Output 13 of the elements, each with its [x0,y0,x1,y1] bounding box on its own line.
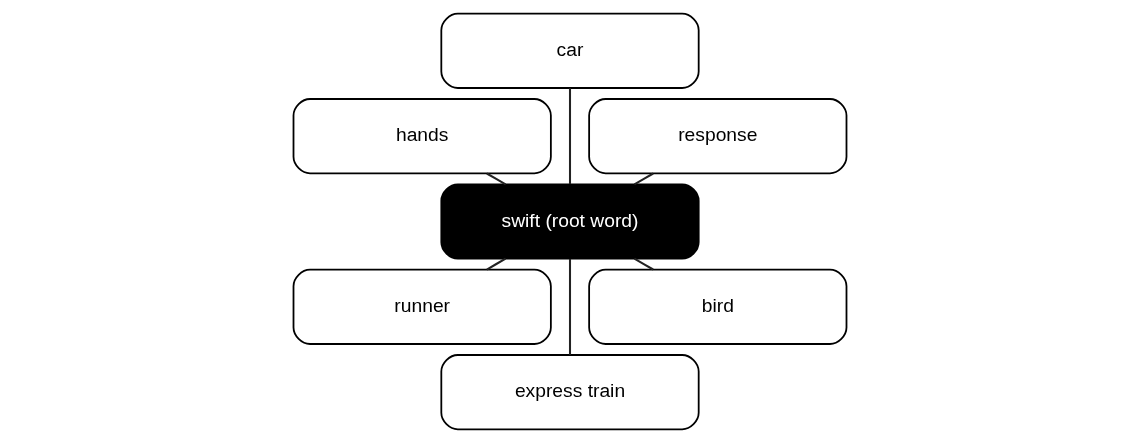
node-box: hands [292,98,552,175]
node-box: bird [587,268,847,345]
connector [633,257,654,271]
node-box: runner [292,268,552,345]
node-box: car [439,12,700,89]
connector [485,257,506,271]
connector [485,172,506,186]
connector [568,88,571,185]
node-box: swift (root word) [439,183,700,260]
connector [568,258,571,355]
connector [633,172,654,186]
node-box: express train [439,354,700,431]
node-box: response [587,98,847,175]
